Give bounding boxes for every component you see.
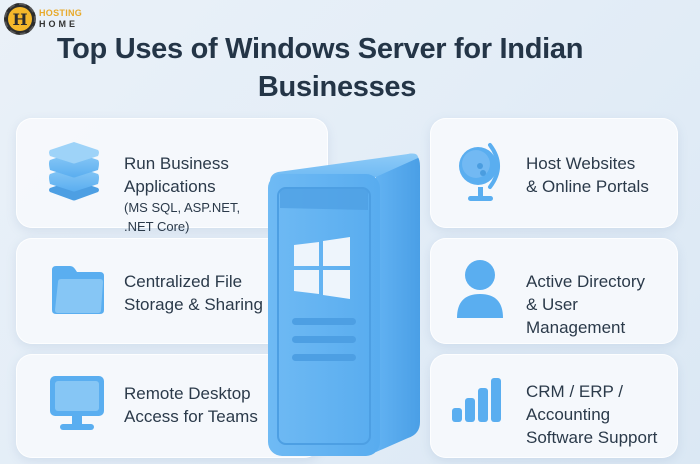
card-label-line-2: Accounting: [526, 405, 611, 424]
logo-text-hosting: HOSTING: [39, 8, 83, 18]
bar-chart-icon: [452, 378, 501, 422]
card-label-line-2: & Online Portals: [526, 177, 649, 196]
user-icon: [457, 260, 503, 318]
card-label-line-3: Software Support: [526, 428, 658, 447]
card-label-line-1: Active Directory: [526, 272, 646, 291]
card-label-line-2: Applications: [124, 177, 216, 196]
card-active-directory: Active Directory & User Management: [430, 238, 678, 344]
card-label-line-1: Run Business: [124, 154, 229, 173]
card-label-line-2: Storage & Sharing: [124, 295, 263, 314]
title-line-1: Top Uses of Windows Server for Indian: [56, 33, 584, 65]
title-line-2: Businesses: [257, 71, 417, 103]
folder-icon: [52, 266, 104, 314]
logo-letter: H: [8, 7, 32, 31]
brand-logo: H HOSTING HOME: [4, 3, 82, 35]
card-sub-line-2: .NET Core): [124, 219, 190, 234]
windows-logo-icon: [294, 237, 350, 299]
database-stack-icon: [49, 142, 99, 201]
card-label-line-1: Host Websites: [526, 154, 636, 173]
card-sub-line-1: (MS SQL, ASP.NET,: [124, 200, 241, 215]
logo-badge-icon: H: [4, 3, 36, 35]
page-title: Top Uses of Windows Server for Indian Bu…: [0, 30, 640, 106]
card-label-line-2: Access for Teams: [124, 407, 258, 426]
card-label-line-1: Remote Desktop: [124, 384, 251, 403]
card-label-line-2: & User Management: [526, 295, 626, 337]
card-host-websites: Host Websites & Online Portals: [430, 118, 678, 228]
windows-server-tower-icon: [268, 153, 420, 456]
logo-text-home: HOME: [39, 19, 78, 29]
card-label-line-1: Centralized File: [124, 272, 243, 291]
card-crm-erp-accounting: CRM / ERP / Accounting Software Support: [430, 354, 678, 458]
card-label-line-1: CRM / ERP /: [526, 382, 623, 401]
monitor-icon: [50, 376, 104, 430]
globe-icon: [459, 143, 500, 201]
